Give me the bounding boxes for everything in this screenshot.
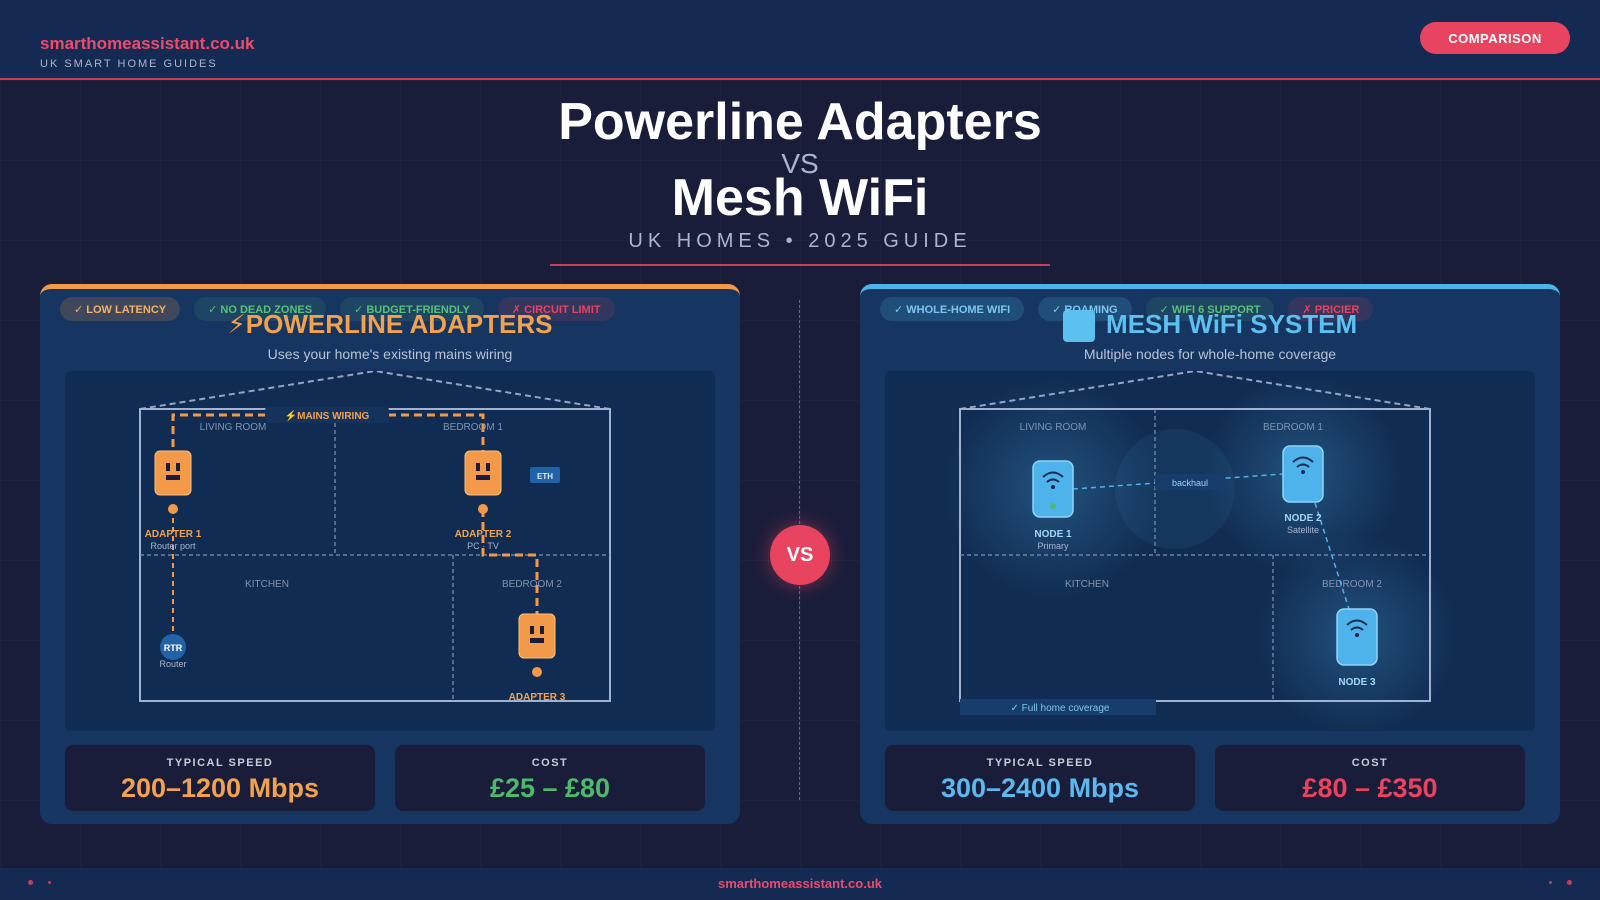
mesh-speed-stat: TYPICAL SPEED 300–2400 Mbps	[885, 745, 1195, 811]
footer-dot	[28, 880, 33, 885]
router-label: Router	[159, 659, 186, 669]
tag-low-latency: ✓ LOW LATENCY	[60, 297, 181, 321]
footer-link[interactable]: smarthomeassistant.co.uk	[717, 876, 882, 891]
eth-label: ETH	[537, 472, 553, 481]
router-badge: RTR	[164, 643, 183, 653]
title-vs: VS	[781, 148, 819, 179]
vs-circle: VS	[770, 525, 830, 585]
mains-wiring-label-bg	[265, 407, 389, 423]
coverage-note-bg	[960, 699, 1156, 715]
tag-pricier: ✗ PRICIER	[1288, 297, 1374, 321]
stat-value: 200–1200 Mbps	[120, 773, 320, 803]
node-3-icon[interactable]	[1336, 608, 1378, 666]
eth-badge	[530, 467, 560, 483]
room-label-bedroom1: BEDROOM 1	[443, 422, 503, 433]
room-label-kitchen: KITCHEN	[245, 579, 289, 590]
stat-value: £80 – £350	[1302, 773, 1438, 803]
powerline-title: ⚡POWERLINE ADAPTERS	[227, 309, 553, 339]
page-subtitle: UK HOMES • 2025 GUIDE	[628, 230, 972, 252]
powerline-panel: ✓ LOW LATENCY ✓ NO DEAD ZONES ✓ BUDGET-F…	[40, 284, 740, 824]
adapter-1-icon[interactable]	[154, 450, 192, 514]
adapter-1-label: ADAPTER 1	[145, 529, 202, 540]
stat-label: TYPICAL SPEED	[166, 757, 274, 769]
stat-value: £25 – £80	[489, 773, 611, 803]
stat-value: 300–2400 Mbps	[940, 773, 1140, 803]
adapter-1-sublabel: Router port	[150, 541, 196, 551]
mesh-tags: ✓ WHOLE-HOME WIFI ✓ ROAMING ✓ WIFI 6 SUP…	[880, 297, 1374, 321]
stat-label: COST	[531, 757, 569, 769]
adapter-3-icon[interactable]	[518, 613, 556, 677]
mesh-title-text: MESH WiFi SYSTEM	[1106, 309, 1358, 339]
mains-wiring-label: ⚡MAINS WIRING	[285, 409, 370, 422]
backhaul-link	[1314, 502, 1350, 610]
tag-budget-friendly: ✓ BUDGET-FRIENDLY	[340, 297, 484, 321]
powerline-diagram: ⚡MAINS WIRING LIVING ROOM BEDROOM 1 KITC…	[65, 371, 715, 731]
node-1-sublabel: Primary	[1038, 541, 1069, 551]
room-label-living: LIVING ROOM	[200, 422, 267, 433]
stat-label: TYPICAL SPEED	[986, 757, 1094, 769]
adapter-3-label: ADAPTER 3	[509, 692, 566, 703]
room-label-kitchen: KITCHEN	[1065, 579, 1109, 590]
mesh-title: MESH WiFi SYSTEM	[860, 309, 1560, 343]
node-1-label: NODE 1	[1034, 529, 1072, 540]
node-2-icon[interactable]	[1282, 445, 1324, 503]
backhaul-link	[1072, 473, 1284, 490]
powerline-house-svg: ⚡MAINS WIRING LIVING ROOM BEDROOM 1 KITC…	[139, 371, 611, 703]
stat-label: COST	[1351, 757, 1389, 769]
room-label-bedroom2: BEDROOM 2	[502, 579, 562, 590]
mesh-diagram: LIVING ROOM BEDROOM 1 KITCHEN BEDROOM 2 …	[885, 371, 1535, 731]
backhaul-label: backhaul	[1172, 478, 1208, 488]
mesh-wifi-icon	[1062, 310, 1095, 343]
mesh-house-svg: LIVING ROOM BEDROOM 1 KITCHEN BEDROOM 2 …	[943, 371, 1457, 731]
mesh-cost-stat: COST £80 – £350	[1215, 745, 1525, 811]
powerline-tags: ✓ LOW LATENCY ✓ NO DEAD ZONES ✓ BUDGET-F…	[60, 297, 615, 321]
tag-circuit-limit: ✗ CIRCUIT LIMIT	[497, 297, 615, 321]
comparison-badge[interactable]: COMPARISON	[1420, 22, 1570, 54]
house-roof	[139, 371, 611, 410]
coverage-note: ✓ Full home coverage	[1011, 703, 1110, 714]
powerline-speed-stat: TYPICAL SPEED 200–1200 Mbps	[65, 745, 375, 811]
tag-whole-home-wifi: ✓ WHOLE-HOME WIFI	[880, 297, 1025, 321]
top-bar: smarthomeassistant.co.uk UK SMART HOME G…	[0, 0, 1600, 80]
node-2-label: NODE 2	[1284, 513, 1322, 524]
backhaul-label-bg	[1155, 474, 1225, 490]
brand-tagline: UK SMART HOME GUIDES	[40, 58, 218, 70]
footer-dot	[1567, 880, 1572, 885]
page-title-powerline: Powerline Adapters	[558, 93, 1042, 151]
mains-wiring-line	[481, 509, 539, 616]
adapter-2-sublabel: PC · TV	[467, 541, 499, 551]
node-2-sublabel: Satellite	[1287, 525, 1319, 535]
room-label-bedroom1: BEDROOM 1	[1263, 422, 1323, 433]
router-icon[interactable]	[160, 634, 186, 660]
footer-dot	[48, 881, 51, 884]
footer: smarthomeassistant.co.uk	[0, 868, 1600, 900]
mesh-description: Multiple nodes for whole-home coverage	[1083, 346, 1337, 362]
adapter-2-label: ADAPTER 2	[455, 529, 512, 540]
room-label-living: LIVING ROOM	[1020, 422, 1087, 433]
brand-name[interactable]: smarthomeassistant.co.uk	[40, 34, 255, 53]
node-3-label: NODE 3	[1338, 677, 1376, 688]
footer-dot	[1549, 881, 1552, 884]
title-divider	[550, 264, 1050, 266]
adapter-2-icon[interactable]	[464, 450, 502, 514]
tag-no-dead-zones: ✓ NO DEAD ZONES	[194, 297, 327, 321]
page-title-mesh: Mesh WiFi	[671, 169, 929, 227]
powerline-description: Uses your home's existing mains wiring	[267, 346, 513, 362]
tag-wifi6-support: ✓ WIFI 6 SUPPORT	[1145, 297, 1275, 321]
powerline-cost-stat: COST £25 – £80	[395, 745, 705, 811]
node-1-icon[interactable]	[1032, 460, 1074, 518]
mesh-panel: ✓ WHOLE-HOME WIFI ✓ ROAMING ✓ WIFI 6 SUP…	[860, 284, 1560, 824]
room-label-bedroom2: BEDROOM 2	[1322, 579, 1382, 590]
